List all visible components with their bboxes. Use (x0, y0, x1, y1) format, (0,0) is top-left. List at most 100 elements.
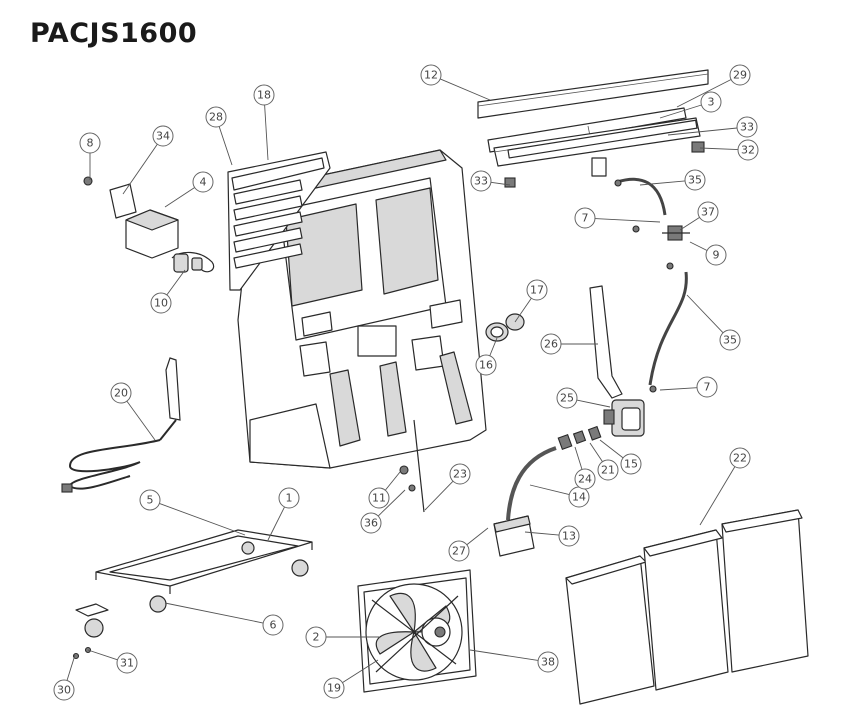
callout-leader (440, 78, 491, 101)
callout-11: 11 (368, 471, 401, 509)
callout-15: 15 (599, 439, 642, 475)
callout-circle (205, 106, 227, 128)
callout-number: 31 (120, 657, 134, 670)
callout-number: 7 (582, 212, 589, 225)
callout-21: 21 (589, 442, 619, 481)
callout-36: 36 (360, 489, 406, 534)
callout-27: 27 (448, 527, 489, 562)
pump-fittings (557, 425, 602, 451)
callout-9: 9 (689, 241, 727, 266)
float-bracket (589, 285, 623, 399)
callout-number: 12 (424, 69, 438, 82)
callout-leader (424, 480, 454, 511)
callout-circle (262, 614, 284, 636)
callout-8: 8 (79, 132, 101, 180)
callout-leader (599, 439, 624, 459)
callout-22: 22 (699, 447, 751, 526)
callout-16: 16 (475, 337, 498, 376)
callout-leader (218, 126, 233, 166)
callout-leader (267, 506, 285, 541)
callout-34: 34 (122, 125, 174, 195)
callout-number: 8 (87, 137, 94, 150)
callout-33: 33 (667, 116, 758, 138)
callout-circle (150, 292, 172, 314)
callout-circle (729, 64, 751, 86)
callout-number: 1 (286, 492, 293, 505)
callout-leader (686, 294, 724, 334)
callout-35: 35 (639, 169, 706, 191)
callout-leader (576, 399, 611, 408)
callout-24: 24 (574, 446, 596, 490)
callout-number: 21 (601, 464, 615, 477)
callout-6: 6 (164, 602, 284, 636)
lower-hose (648, 271, 688, 386)
callout-circle (449, 463, 471, 485)
callout-7: 7 (574, 207, 661, 229)
callout-number: 16 (479, 359, 493, 372)
callout-leader (164, 187, 195, 208)
callout-number: 24 (578, 473, 592, 486)
callout-number: 26 (544, 338, 558, 351)
switch-assembly (171, 251, 215, 273)
callout-3: 3 (659, 91, 722, 119)
callout-leader (659, 104, 702, 119)
callout-number: 7 (704, 381, 711, 394)
callout-leader (66, 654, 76, 681)
callout-17: 17 (514, 279, 548, 323)
callout-35: 35 (686, 294, 741, 351)
diagram-title: PACJS1600 (30, 18, 198, 49)
callout-12: 12 (420, 64, 491, 101)
callout-28: 28 (205, 106, 233, 166)
callout-circle (323, 677, 345, 699)
callout-circle (620, 453, 642, 475)
callout-number: 14 (572, 491, 586, 504)
callout-leader (514, 297, 532, 323)
callout-leader (342, 659, 379, 684)
callout-circle (696, 376, 718, 398)
callout-7: 7 (659, 376, 718, 398)
callout-leader (659, 387, 698, 391)
callout-circle (700, 91, 722, 113)
drain-plug (485, 313, 525, 342)
callout-number: 36 (364, 517, 378, 530)
callout-circle (152, 125, 174, 147)
callout-number: 33 (740, 121, 754, 134)
callout-circle (736, 116, 758, 138)
screw (83, 176, 93, 186)
callout-circle (253, 84, 275, 106)
cooling-pad-3 (721, 509, 809, 673)
switch-plate (109, 183, 137, 219)
callout-number: 9 (713, 249, 720, 262)
callout-33: 33 (470, 170, 511, 192)
pump-hose (506, 446, 557, 521)
callout-number: 25 (560, 392, 574, 405)
callout-number: 37 (701, 206, 715, 219)
callout-leader (164, 602, 264, 624)
callout-1: 1 (267, 487, 300, 541)
callout-31: 31 (87, 649, 138, 674)
fitting-7d (649, 385, 657, 393)
callout-circle (574, 207, 596, 229)
callout-32: 32 (699, 139, 759, 161)
callout-leader (490, 181, 511, 186)
callout-circle (537, 651, 559, 673)
callout-number: 10 (154, 297, 168, 310)
base-frame (95, 529, 313, 594)
callout-circle (526, 279, 548, 301)
callout-30: 30 (53, 654, 76, 701)
fitting-7c (666, 262, 674, 270)
control-box (125, 209, 179, 259)
callout-circle (360, 512, 382, 534)
callout-circle (556, 387, 578, 409)
callout-circle (116, 652, 138, 674)
callout-number: 15 (624, 458, 638, 471)
callout-leader (639, 180, 686, 186)
callout-leader (589, 442, 603, 462)
callout-number: 23 (453, 468, 467, 481)
callout-25: 25 (556, 387, 611, 409)
callout-number: 3 (708, 96, 715, 109)
callout-number: 30 (57, 684, 71, 697)
callout-number: 5 (147, 494, 154, 507)
